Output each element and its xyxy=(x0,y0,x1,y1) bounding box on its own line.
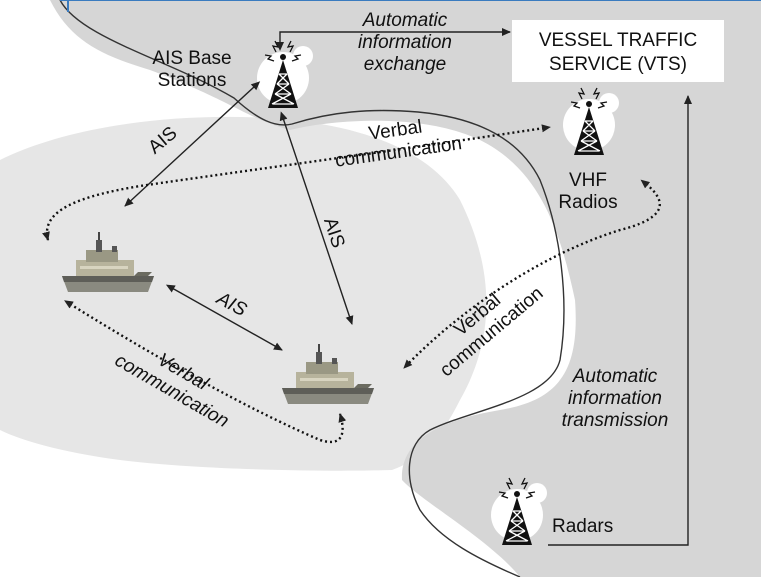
vhf-radios-label: VHF Radios xyxy=(548,170,628,214)
auto-exchange-label: Automatic information exchange xyxy=(335,10,475,76)
vts-label-line2: SERVICE (VTS) xyxy=(549,54,687,75)
radars-label: Radars xyxy=(552,516,614,537)
vts-label-line1: VESSEL TRAFFIC xyxy=(538,30,698,51)
vhf-line1: VHF xyxy=(569,170,607,191)
auto-transmission-label: Automatic information transmission xyxy=(550,366,680,432)
arrow-radar-to-vts xyxy=(548,95,692,546)
auto-exchange-line1: Automatic xyxy=(362,10,448,31)
arrow-ais-to-vts xyxy=(276,28,511,51)
auto-exchange-line3: exchange xyxy=(363,54,447,75)
auto-transmission-line1: Automatic xyxy=(572,366,658,387)
vts-box: VESSEL TRAFFIC SERVICE (VTS) xyxy=(512,20,724,82)
ais-base-stations-label: AIS Base Stations xyxy=(132,48,252,92)
ais-base-stations-line1: AIS Base xyxy=(152,48,232,69)
auto-exchange-line2: information xyxy=(358,32,452,53)
auto-transmission-line2: information xyxy=(568,388,662,409)
vhf-line2: Radios xyxy=(558,192,618,213)
auto-transmission-line3: transmission xyxy=(561,410,669,431)
arrow-verbal-ships xyxy=(64,300,347,444)
ais-base-stations-line2: Stations xyxy=(157,70,227,91)
